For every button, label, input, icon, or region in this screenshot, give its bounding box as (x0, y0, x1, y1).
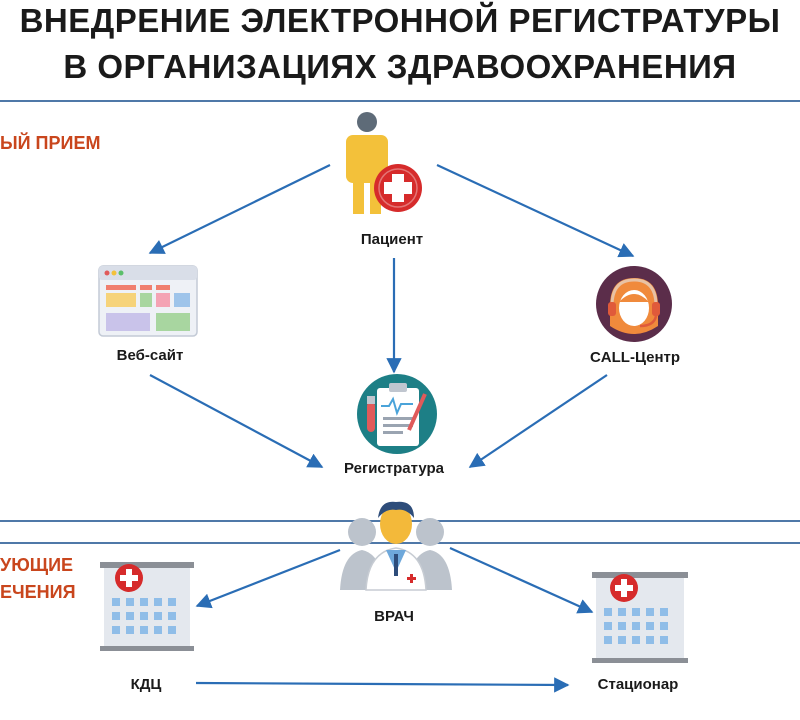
callcenter-label: CALL-Центр (589, 349, 681, 366)
title-line-1: ВНЕДРЕНИЕ ЭЛЕКТРОННОЙ РЕГИСТРАТУРЫ (19, 2, 781, 39)
registry-icon (357, 374, 437, 454)
arrow-patient-website (148, 164, 331, 254)
patient-label: Пациент (360, 231, 424, 248)
section-heading-bottom-2: ЕЧЕНИЯ (0, 582, 76, 602)
call-center-icon (596, 266, 672, 342)
hospital-label: Стационар (597, 676, 679, 693)
doctor-label: ВРАЧ (374, 608, 414, 625)
hospital-building-icon (592, 572, 688, 663)
hospital-windows (604, 608, 668, 644)
arrow-doctor-hospital (449, 546, 594, 614)
section-heading-top: ЫЙ ПРИЕМ (0, 133, 101, 153)
kdc-building-icon (100, 562, 194, 651)
section-heading-bottom-1: УЮЩИЕ (0, 555, 74, 575)
kdc-windows (112, 598, 176, 634)
registry-label: Регистратура (343, 460, 445, 477)
arrow-callcenter-registry (468, 374, 608, 468)
header-divider (0, 100, 800, 102)
doctor-icon (340, 501, 452, 591)
patient-icon (346, 112, 422, 214)
title-line-2: В ОРГАНИЗАЦИЯХ ЗДРАВООХРАНЕНИЯ (63, 48, 737, 85)
arrow-doctor-kdc (195, 548, 341, 609)
arrow-patient-callcenter (436, 164, 635, 258)
website-label: Веб-сайт (116, 347, 184, 364)
kdc-label: КДЦ (130, 676, 162, 693)
arrow-kdc-hospital (195, 677, 570, 693)
website-icon (98, 265, 198, 337)
arrow-website-registry (149, 374, 324, 468)
